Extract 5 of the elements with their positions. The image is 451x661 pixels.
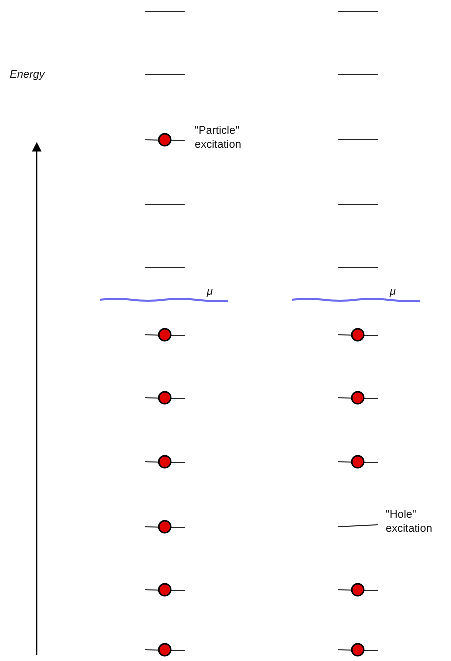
excitation-label: "Hole" excitation — [386, 508, 434, 536]
axis-label: Energy — [10, 68, 45, 82]
excitation-label: "Particle" excitation — [195, 124, 242, 152]
chemical-potential-label: μ — [207, 285, 214, 299]
chemical-potential-label: μ — [390, 285, 396, 299]
